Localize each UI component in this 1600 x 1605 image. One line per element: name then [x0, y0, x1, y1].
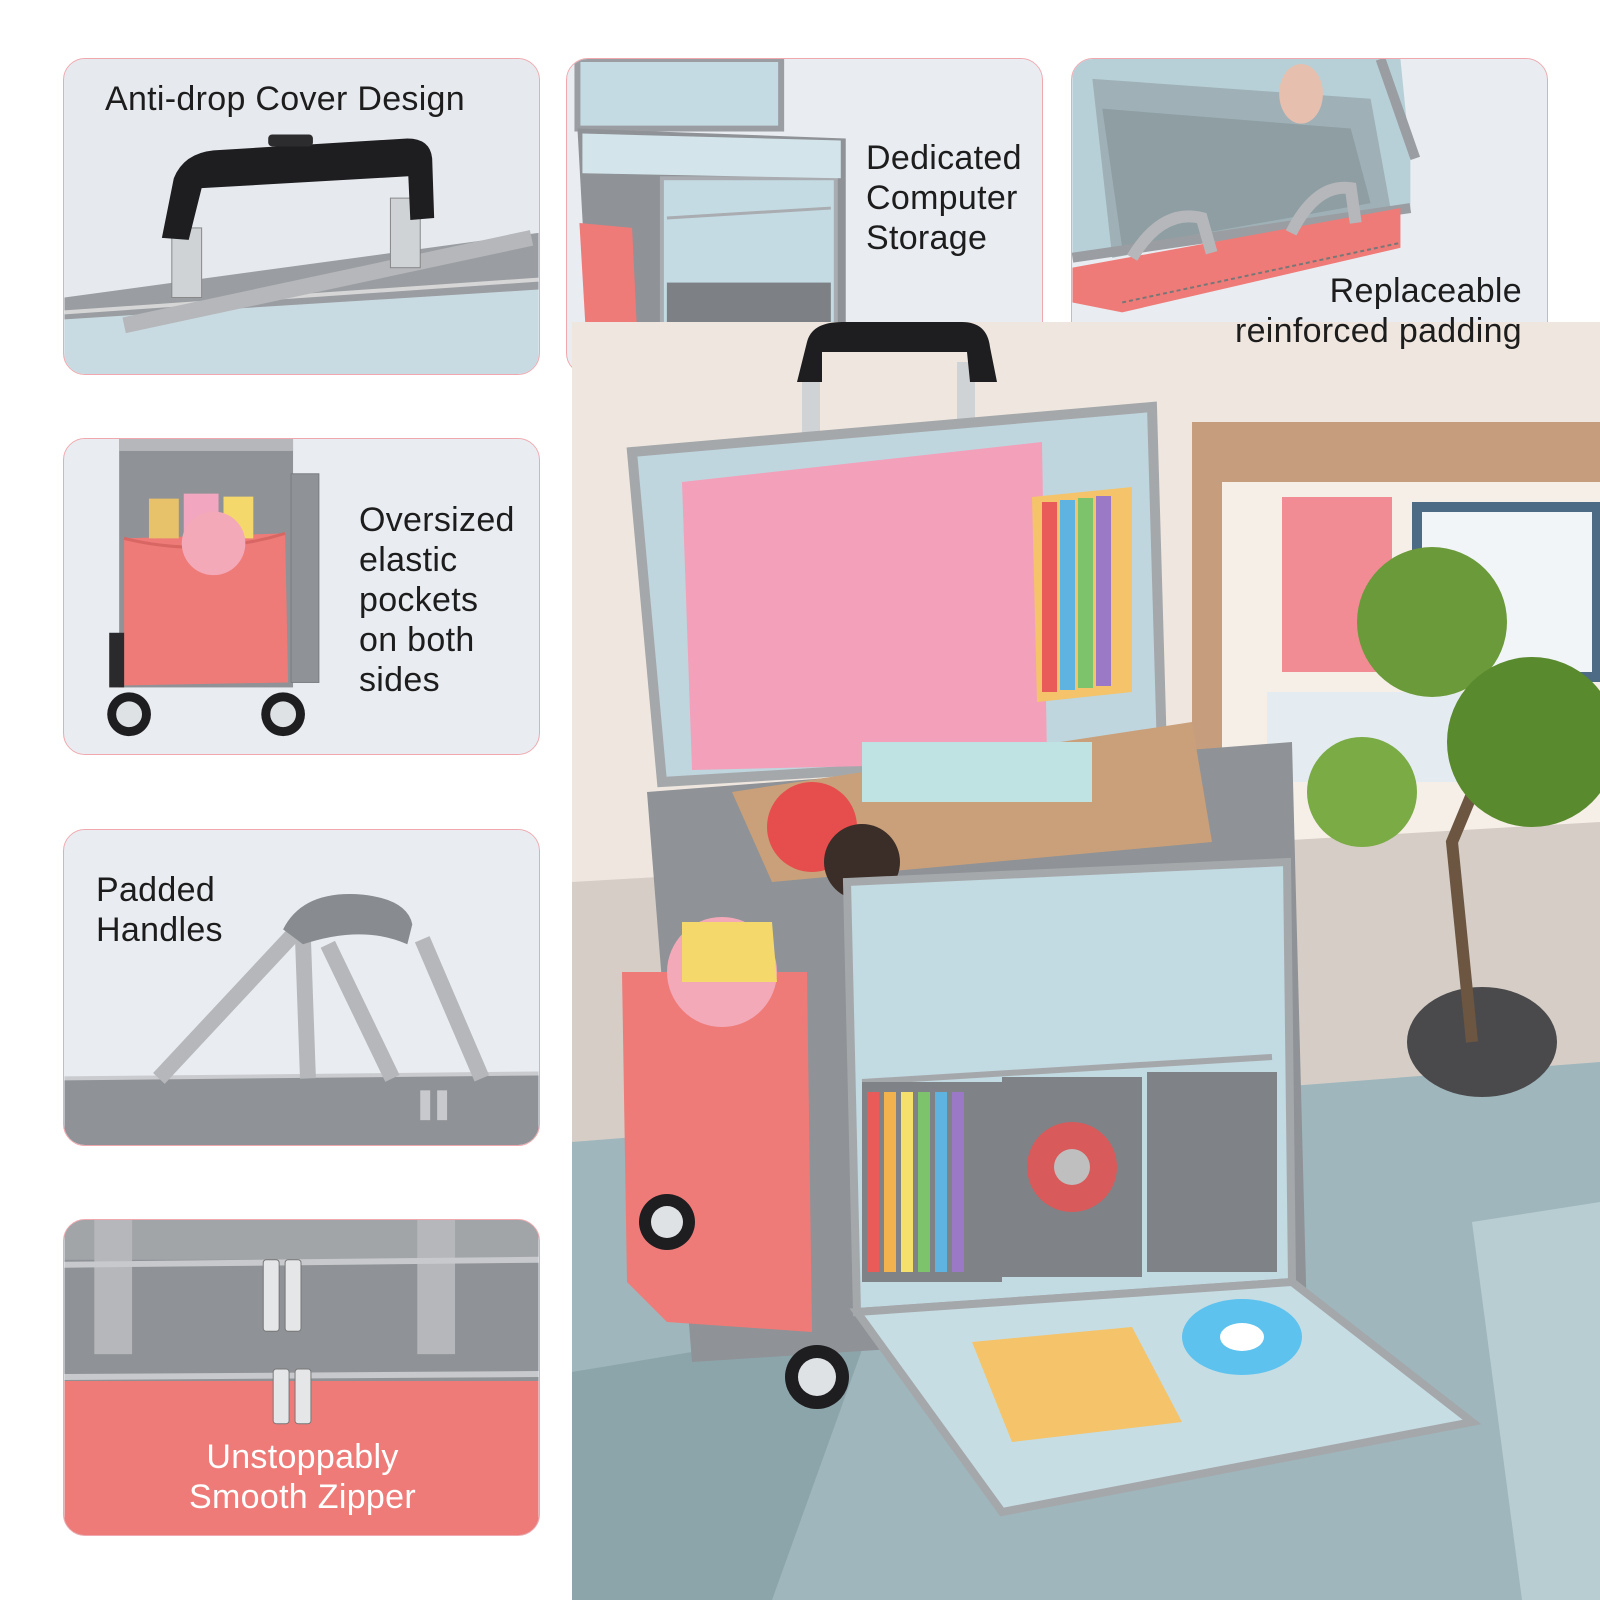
pockets-line-5: sides — [359, 661, 440, 699]
computer-storage-illustration — [567, 59, 1042, 374]
padding-illustration — [1072, 59, 1547, 374]
feature-panel-padding: Replaceable reinforced padding — [1071, 58, 1548, 375]
handles-line-2: Handles — [96, 911, 223, 949]
zipper-line-1: Unstoppably — [206, 1438, 399, 1476]
padding-line-1: Replaceable — [1329, 272, 1522, 310]
computer-line-2: Computer — [866, 179, 1018, 217]
side-pocket-illustration — [64, 439, 539, 754]
zipper-closeup-illustration — [64, 1220, 539, 1535]
anti-drop-caption: Anti-drop Cover Design — [105, 79, 465, 119]
main-product-scene — [572, 322, 1600, 1600]
zipper-line-2: Smooth Zipper — [189, 1478, 416, 1516]
handle-closeup-illustration — [64, 59, 539, 374]
feature-panel-pockets: Oversized elastic pockets on both sides — [63, 438, 540, 755]
handles-line-1: Padded — [96, 871, 216, 909]
pockets-line-2: elastic — [359, 541, 458, 579]
computer-line-3: Storage — [866, 219, 988, 257]
feature-panel-handles: Padded Handles — [63, 829, 540, 1146]
feature-panel-zipper: Unstoppably Smooth Zipper — [63, 1219, 540, 1536]
zipper-caption: Unstoppably Smooth Zipper — [64, 1437, 539, 1517]
rolling-craft-bag-image — [572, 322, 1600, 1600]
padding-line-2: reinforced padding — [1234, 312, 1522, 350]
padding-caption: Replaceable reinforced padding — [1235, 271, 1522, 351]
pockets-line-3: pockets — [359, 581, 479, 619]
computer-storage-caption: Dedicated Computer Storage — [866, 138, 1022, 258]
computer-line-1: Dedicated — [866, 139, 1022, 177]
pockets-line-1: Oversized — [359, 501, 515, 539]
pockets-caption: Oversized elastic pockets on both sides — [359, 500, 515, 700]
sticker-strips — [867, 1092, 964, 1272]
feature-panel-anti-drop: Anti-drop Cover Design — [63, 58, 540, 375]
anti-drop-title: Anti-drop Cover Design — [105, 80, 465, 118]
padded-handles-illustration — [64, 830, 539, 1145]
pockets-line-4: on both — [359, 621, 475, 659]
handles-caption: Padded Handles — [96, 870, 223, 950]
